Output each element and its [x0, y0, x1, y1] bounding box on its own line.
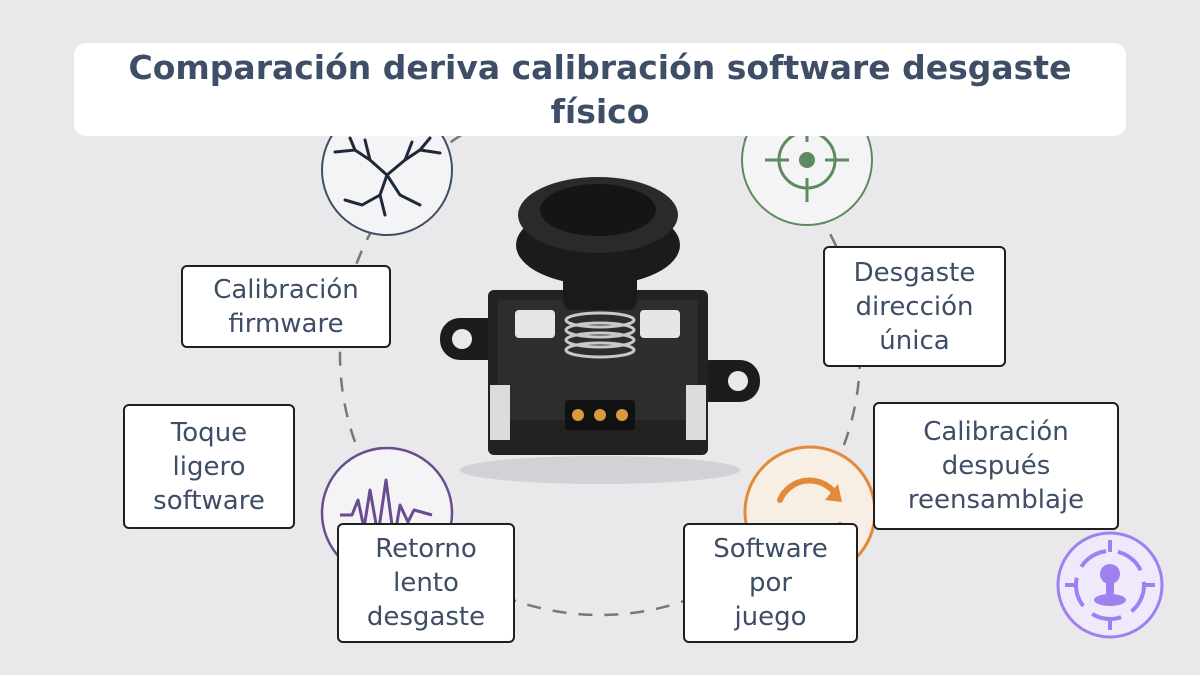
label-toque-ligero-software: Toque ligero software: [123, 404, 295, 529]
label-calibracion-firmware: Calibración firmware: [181, 265, 391, 348]
joystick-module-illustration: [440, 177, 760, 484]
label-retorno-lento-desgaste: Retorno lento desgaste: [337, 523, 515, 643]
label-text: Calibración después reensamblaje: [907, 417, 1085, 515]
label-text: Calibración firmware: [213, 274, 359, 339]
title-banner: Comparación deriva calibración software …: [74, 43, 1126, 136]
cracked-surface-icon: [321, 104, 453, 236]
joystick-target-icon: [1056, 531, 1164, 639]
label-calibracion-despues-reensamblaje: Calibración después reensamblaje: [873, 402, 1119, 530]
label-text: Software por juego: [713, 534, 828, 632]
label-desgaste-direccion-unica: Desgaste dirección única: [823, 246, 1006, 367]
label-text: Desgaste dirección única: [853, 257, 976, 356]
label-text: Retorno lento desgaste: [366, 534, 486, 632]
label-software-por-juego: Software por juego: [683, 523, 858, 643]
page-title: Comparación deriva calibración software …: [128, 47, 1072, 131]
label-text: Toque ligero software: [153, 417, 265, 516]
